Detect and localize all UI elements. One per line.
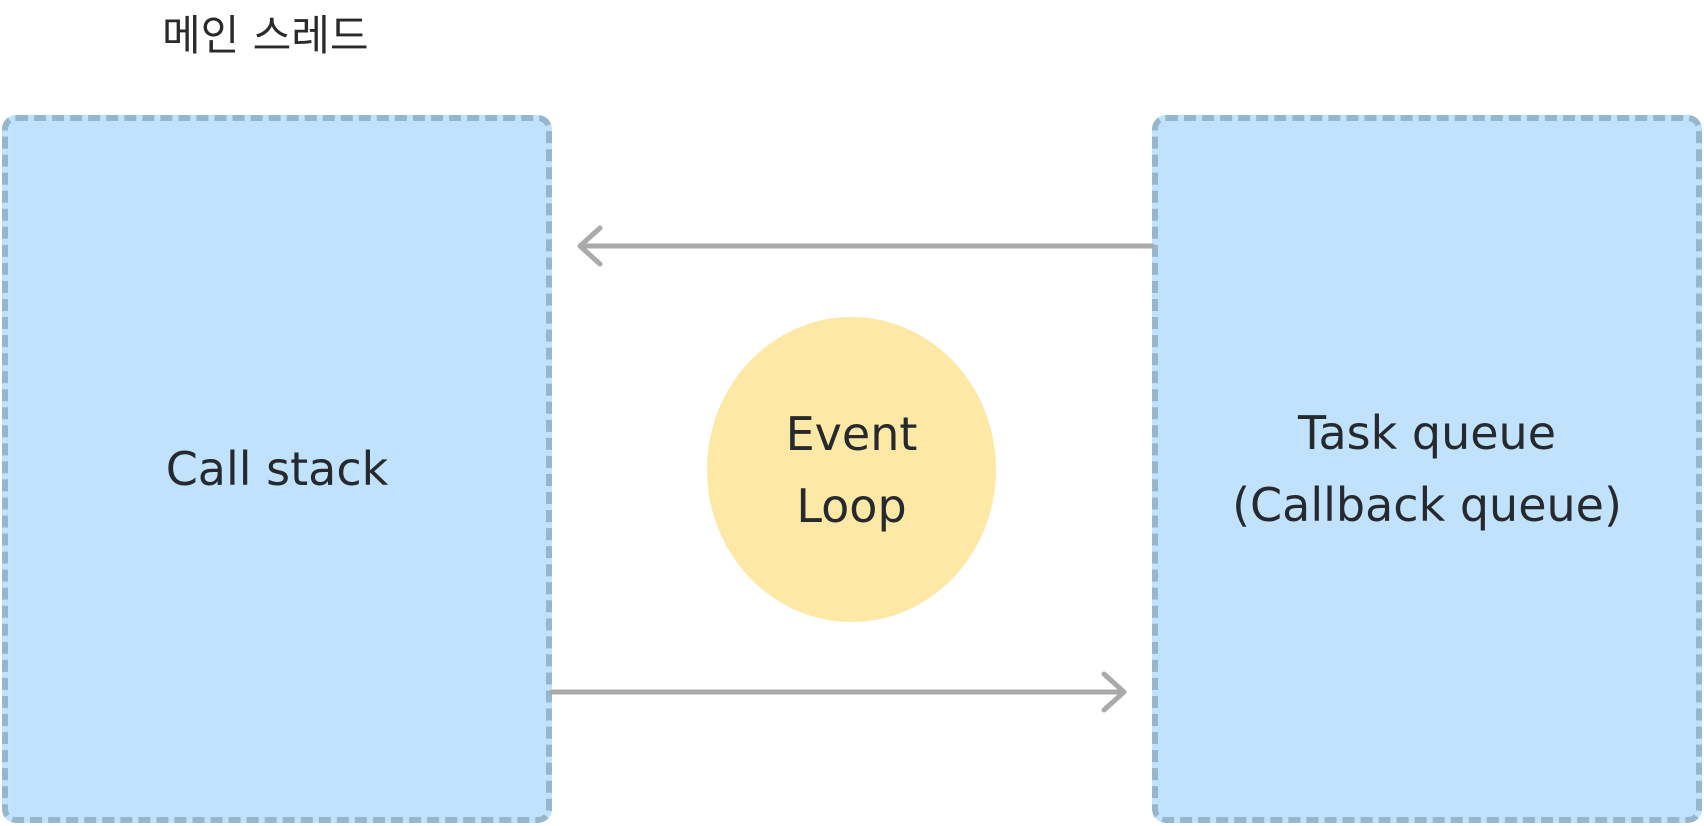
event-loop-label-line1: Event — [785, 406, 918, 461]
main-thread-title: 메인 스레드 — [162, 11, 369, 60]
task-queue-label-line2: (Callback queue) — [1232, 478, 1622, 532]
task-queue-label: Task queue (Callback queue) — [1232, 397, 1622, 541]
event-loop-circle: Event Loop — [707, 317, 996, 622]
event-loop-label-line2: Loop — [796, 478, 907, 533]
call-stack-label: Call stack — [165, 442, 389, 496]
task-queue-label-line1: Task queue — [1297, 406, 1556, 460]
task-queue-box: Task queue (Callback queue) — [1152, 115, 1702, 823]
arrow-queue-to-stack — [577, 225, 1155, 267]
event-loop-label: Event Loop — [786, 398, 918, 542]
arrow-stack-to-queue — [549, 671, 1127, 713]
call-stack-box: Call stack — [2, 115, 552, 823]
